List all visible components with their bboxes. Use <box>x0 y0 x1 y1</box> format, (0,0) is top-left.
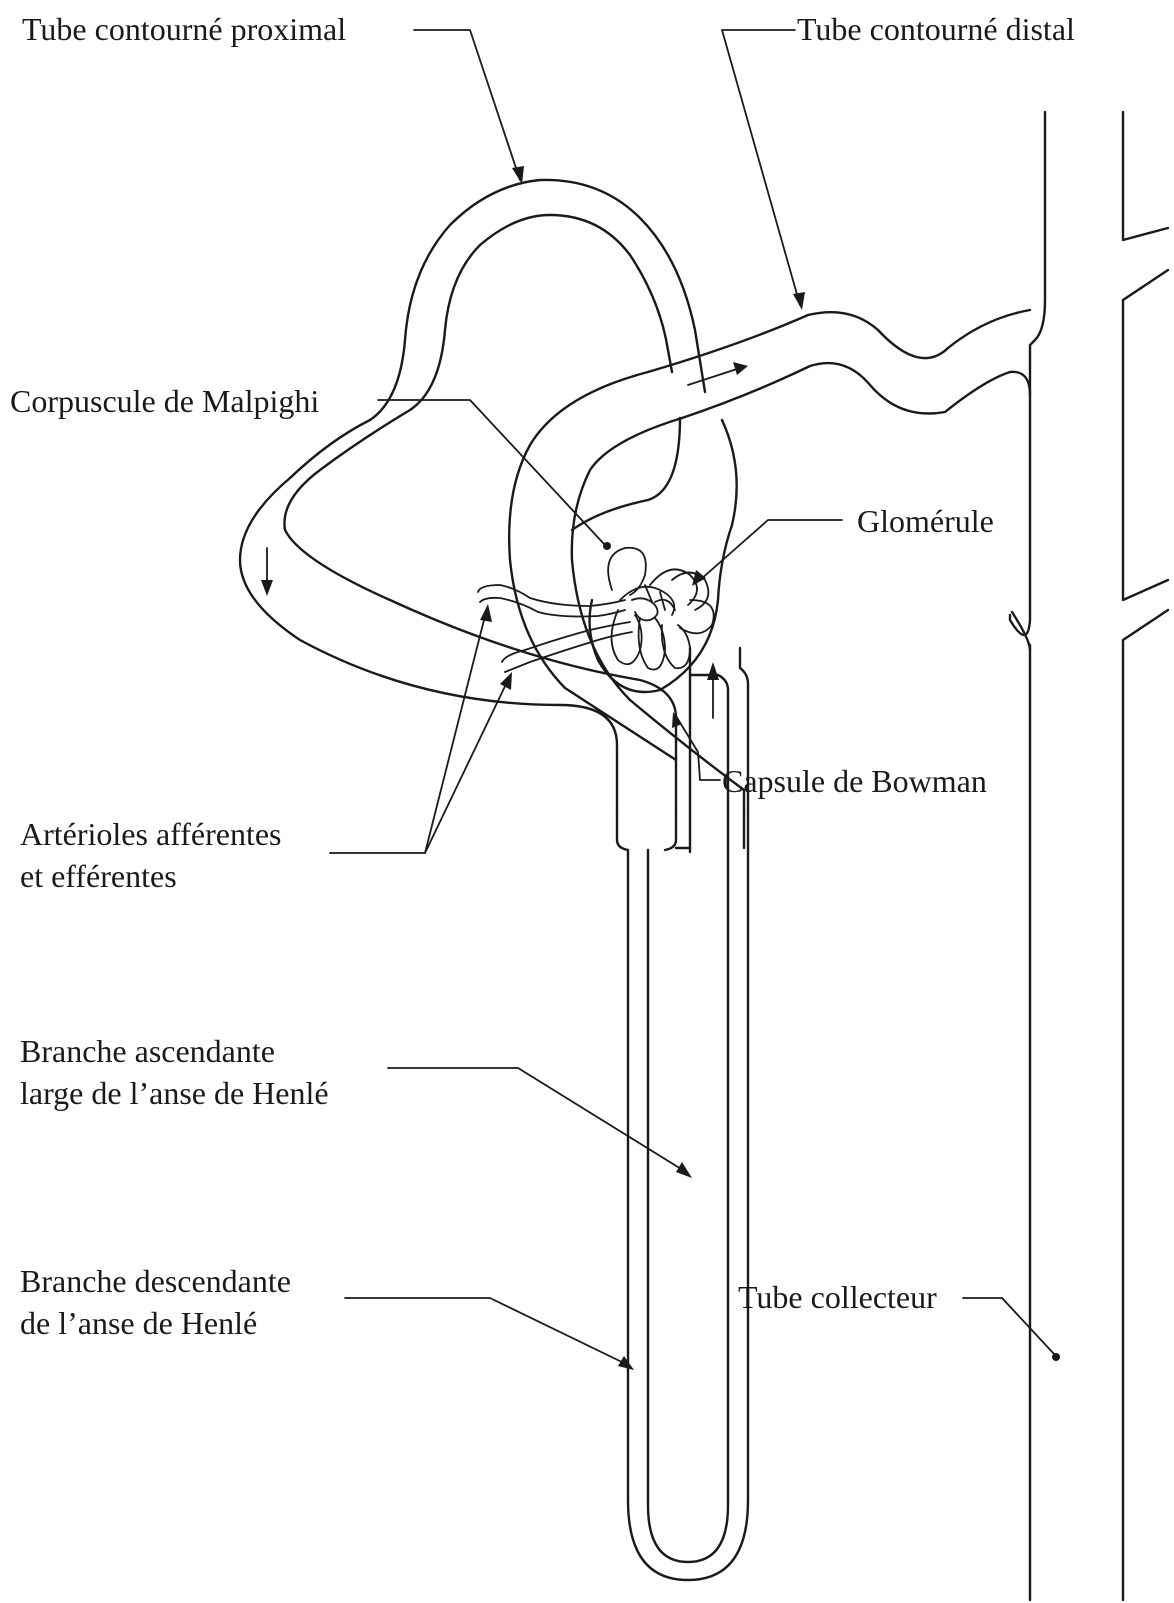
label-tube-contourne-proximal: Tube contourné proximal <box>22 11 346 47</box>
arterioles <box>478 585 632 672</box>
label-arterioles-line1: Artérioles afférentes <box>20 816 282 852</box>
label-arterioles-line2: et efférentes <box>20 858 177 894</box>
flow-arrows <box>261 362 748 718</box>
label-tube-collecteur: Tube collecteur <box>738 1279 937 1315</box>
label-branche-descendante-line1: Branche descendante <box>20 1263 291 1299</box>
label-capsule-de-bowman: Capsule de Bowman <box>722 763 987 799</box>
label-branche-ascendante-line2: large de l’anse de Henlé <box>20 1075 329 1111</box>
label-tube-contourne-distal: Tube contourné distal <box>797 11 1075 47</box>
label-corpuscule-de-malpighi: Corpuscule de Malpighi <box>10 383 319 419</box>
distal-tubule <box>509 310 1030 812</box>
glomerulus <box>608 548 714 670</box>
label-glomerule: Glomérule <box>857 503 994 539</box>
collecting-duct <box>1010 112 1168 1600</box>
leader-lines <box>330 30 1060 1370</box>
label-branche-descendante-line2: de l’anse de Henlé <box>20 1305 257 1341</box>
labels: Tube contourné proximal Tube contourné d… <box>10 11 1075 1341</box>
label-branche-ascendante-line1: Branche ascendante <box>20 1033 275 1069</box>
proximal-tubule <box>240 180 705 812</box>
